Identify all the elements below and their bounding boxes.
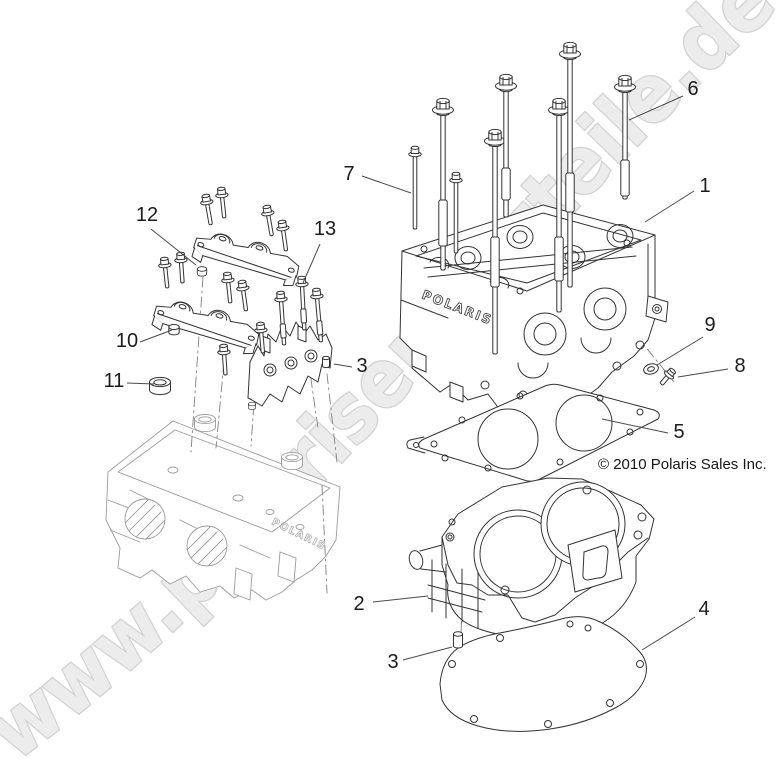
head-bolts-short-item-7	[408, 145, 463, 254]
dowel-pin-bridge	[196, 266, 208, 277]
callout-3-bottom-label: 3	[387, 651, 398, 673]
flange-bolt-item-8	[659, 367, 676, 386]
callout-2-leader-line	[372, 595, 429, 603]
copyright-notice: © 2010 Polaris Sales Inc.	[598, 456, 767, 473]
callout-13: 13	[302, 218, 336, 284]
callout-12: 12	[136, 204, 197, 266]
callout-6-leader-line	[628, 95, 684, 121]
head-bolts-long-item-6	[432, 41, 636, 355]
cam-bridge-upper	[189, 223, 304, 291]
dowel-pin-small	[248, 401, 256, 410]
callout-11-label: 11	[104, 370, 125, 392]
cylinder-head-bottom-view: POLARIS	[105, 413, 341, 601]
valve-tappet-item-11	[149, 376, 171, 396]
callout-7: 7	[343, 163, 412, 194]
callout-10: 10	[116, 329, 173, 352]
callout-9-leader-line	[656, 336, 704, 366]
callout-4-leader-line	[641, 616, 696, 651]
callout-1-label: 1	[699, 175, 710, 197]
cylinder-item-2	[408, 477, 655, 637]
callout-1-leader-line	[644, 190, 695, 223]
callout-1: 1	[644, 175, 711, 223]
callout-10-label: 10	[116, 330, 138, 352]
callout-3-mid: 3	[333, 355, 368, 377]
callout-5-label: 5	[673, 421, 684, 443]
callout-6: 6	[628, 78, 699, 121]
callouts: 1 2 3 3 4 5 6 7	[104, 78, 746, 673]
callout-9-label: 9	[704, 314, 715, 336]
dowel-pin-item-3-bottom	[453, 631, 463, 649]
callout-12-leader-line	[150, 228, 197, 266]
callout-6-label: 6	[687, 78, 698, 100]
callout-3-bottom: 3	[387, 646, 453, 673]
callout-4-label: 4	[698, 598, 709, 620]
dowel-pin-item-3-mid	[322, 355, 330, 369]
callout-10-leader-line	[139, 329, 173, 343]
dowel-pin-item-10	[168, 323, 180, 336]
callout-3-mid-leader-line	[333, 363, 353, 368]
callout-2-label: 2	[353, 593, 364, 615]
callout-7-label: 7	[343, 163, 354, 185]
cam-carrier-casting	[247, 321, 333, 407]
base-gasket-item-4	[439, 616, 647, 732]
callout-8-leader-line	[677, 368, 729, 378]
callout-8-label: 8	[734, 355, 745, 377]
callout-5-leader-line	[601, 418, 669, 434]
callout-8: 8	[677, 355, 746, 378]
callout-9: 9	[656, 314, 716, 366]
callout-13-label: 13	[314, 218, 336, 240]
callout-4: 4	[641, 598, 710, 651]
callout-7-leader-line	[361, 175, 412, 194]
callout-13-leader-line	[302, 243, 321, 284]
callout-11-leader-line	[126, 382, 155, 385]
callout-12-label: 12	[136, 204, 158, 226]
callout-5: 5	[601, 418, 685, 443]
washer-item-9	[643, 363, 659, 375]
callout-2: 2	[353, 593, 429, 615]
callout-11: 11	[104, 370, 155, 392]
callout-3-mid-label: 3	[356, 355, 367, 377]
callout-3-bottom-leader-line	[402, 646, 453, 661]
